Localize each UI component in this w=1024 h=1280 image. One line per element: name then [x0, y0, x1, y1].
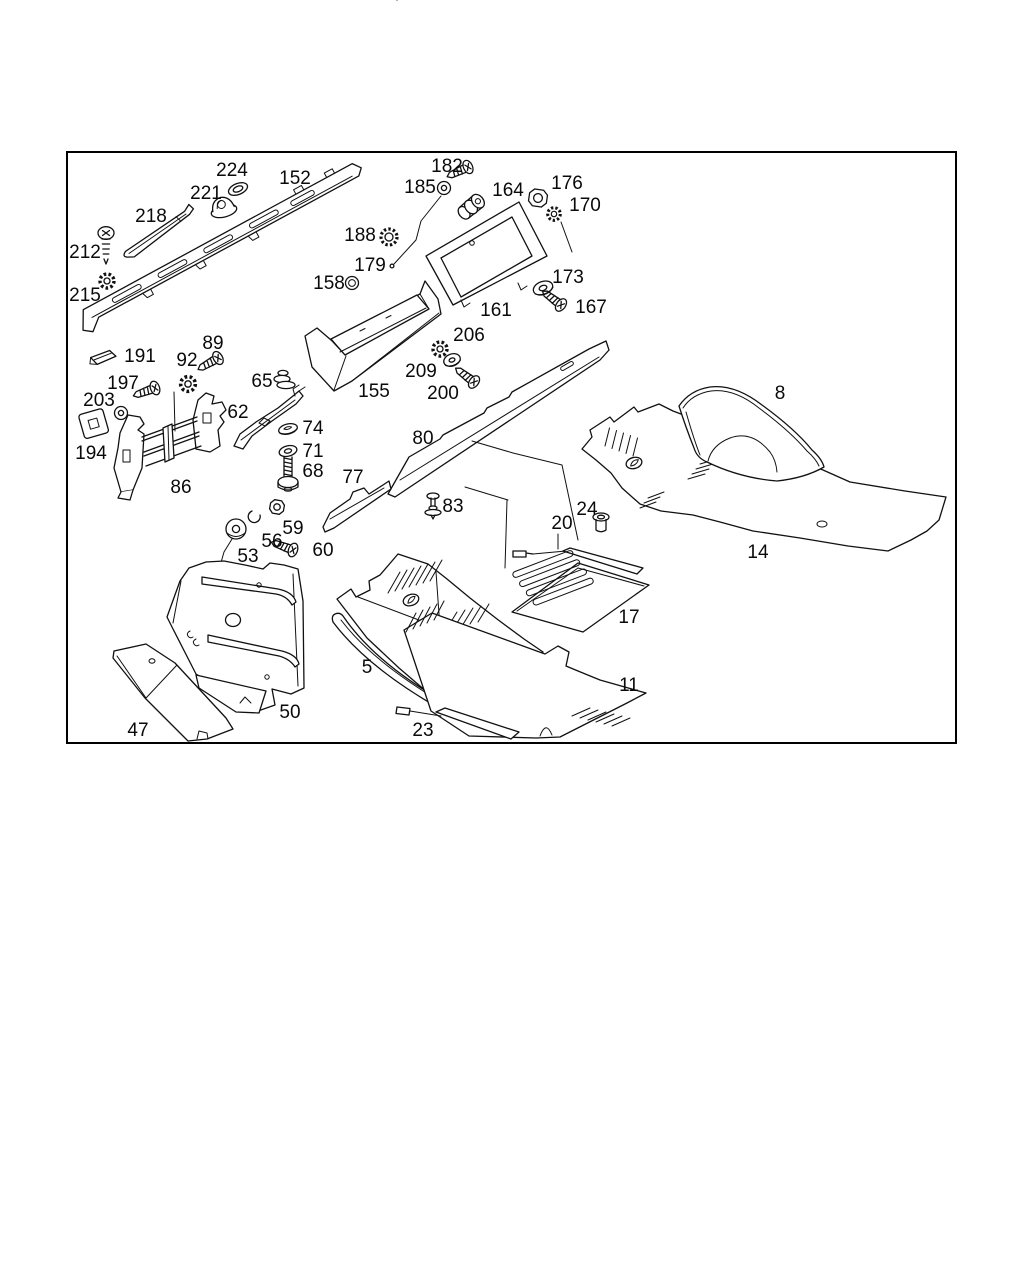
part-50-kick-panel [166, 560, 305, 714]
part-155-tray [304, 280, 442, 392]
callout-23: 23 [412, 720, 433, 741]
callout-155: 155 [358, 381, 390, 402]
part-86-bracket [113, 391, 227, 501]
callout-194: 194 [75, 443, 107, 464]
callout-164: 164 [492, 180, 524, 201]
console-reference-lines [464, 440, 579, 569]
callout-89: 89 [202, 333, 223, 354]
part-215-star-washer [98, 272, 116, 290]
callout-191: 191 [124, 346, 156, 367]
callout-221: 221 [190, 183, 222, 204]
callout-173: 173 [552, 267, 584, 288]
part-191-clip [89, 349, 117, 365]
callout-47: 47 [127, 720, 148, 741]
part-23-strip [395, 706, 520, 740]
part-59-hex-ring [268, 499, 286, 515]
part-218-shape [123, 203, 195, 258]
part-56-c-clip [247, 510, 261, 524]
callout-203: 203 [83, 390, 115, 411]
part-152-shape [82, 162, 362, 333]
part-65-fastener [273, 369, 296, 390]
callout-158: 158 [313, 273, 345, 294]
part-188-knurled-nut [379, 227, 399, 247]
part-176-nut [527, 188, 549, 208]
callout-8: 8 [775, 383, 786, 404]
part-11-floor-panel [403, 600, 647, 739]
callout-11: 11 [619, 675, 639, 696]
callout-92: 92 [176, 350, 197, 371]
part-24-bushing [592, 512, 610, 533]
callout-197: 197 [107, 373, 139, 394]
part-83-clip [424, 492, 442, 520]
part-158-ring-hole [348, 279, 356, 287]
callout-206: 206 [453, 325, 485, 346]
callout-167: 167 [575, 297, 607, 318]
callout-14: 14 [747, 542, 769, 563]
callout-200: 200 [427, 383, 459, 404]
callout-53: 53 [237, 546, 258, 567]
part-71-washer [278, 444, 298, 458]
part-224-grommet [227, 182, 249, 196]
part-164-lock-barrel [457, 193, 485, 220]
callout-224: 224 [216, 160, 248, 181]
part-161-frame [425, 201, 548, 308]
callout-80: 80 [412, 428, 433, 449]
callout-179: 179 [354, 255, 386, 276]
callout-68: 68 [302, 461, 323, 482]
callout-218: 218 [135, 206, 167, 227]
part-53-grommet [225, 518, 247, 540]
callout-65: 65 [251, 371, 272, 392]
part-74-washer [278, 422, 298, 436]
part-77-strip [322, 480, 392, 533]
callout-188: 188 [344, 225, 376, 246]
leader-179 [393, 195, 442, 265]
leader-170 [560, 221, 573, 253]
part-194-plate [78, 408, 110, 440]
callout-62: 62 [227, 402, 248, 423]
callout-212: 212 [69, 242, 101, 263]
part-206-star-washer [431, 340, 449, 358]
part-68-bolt [277, 456, 299, 492]
part-212-screw [97, 226, 115, 265]
callout-77: 77 [342, 467, 363, 488]
part-185-washer [436, 180, 452, 196]
callout-170: 170 [569, 195, 601, 216]
callout-17: 17 [618, 607, 639, 628]
callout-83: 83 [442, 496, 463, 517]
callout-56: 56 [261, 531, 282, 552]
callout-215: 215 [69, 285, 101, 306]
part-20-strip [396, 0, 644, 575]
part-80-strip [387, 340, 610, 498]
callout-50: 50 [279, 702, 300, 723]
callout-20: 20 [551, 513, 572, 534]
part-158-ring [344, 275, 360, 291]
callout-5: 5 [362, 657, 373, 678]
callout-86: 86 [170, 477, 191, 498]
callout-labels: 224 221 152 218 212 215 182 185 164 176 … [69, 156, 785, 741]
part-203-washer [113, 405, 129, 421]
part-8-cover [678, 385, 825, 482]
callout-185: 185 [404, 177, 436, 198]
callout-71: 71 [302, 441, 323, 462]
callout-59: 59 [282, 518, 303, 539]
part-47-panel [112, 643, 234, 742]
part-179-pin [389, 263, 395, 269]
part-62-bracket [233, 384, 306, 450]
callout-60: 60 [312, 540, 333, 561]
callout-176: 176 [551, 173, 583, 194]
part-221-cap [210, 196, 238, 219]
part-92-star-washer [178, 374, 198, 394]
part-17-mat [511, 550, 650, 633]
callout-152: 152 [279, 168, 311, 189]
part-209-washer [443, 353, 462, 367]
callout-209: 209 [405, 361, 437, 382]
callout-161: 161 [480, 300, 512, 321]
part-170-star-washer [546, 206, 562, 222]
callout-24: 24 [576, 499, 598, 520]
callout-182: 182 [431, 156, 463, 177]
callout-74: 74 [302, 418, 324, 439]
